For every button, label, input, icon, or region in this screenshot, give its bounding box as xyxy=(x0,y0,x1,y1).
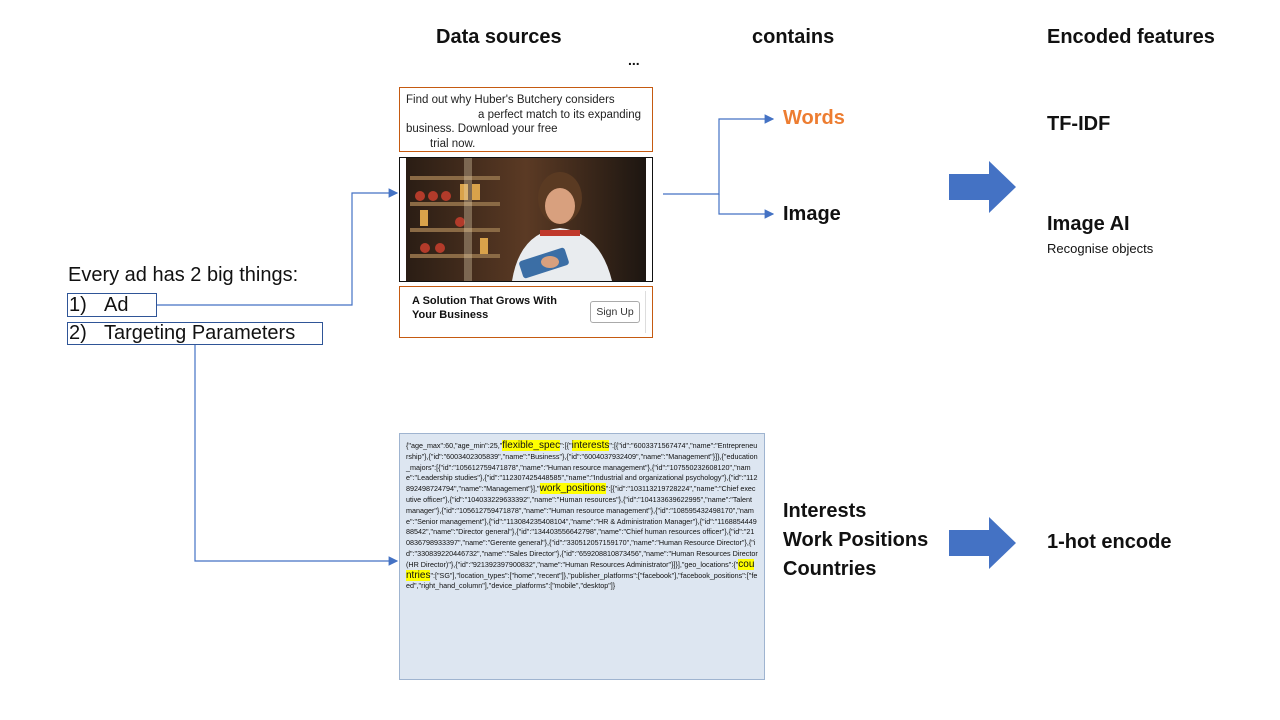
contains-countries: Countries xyxy=(783,558,877,580)
contains-work-positions: Work Positions xyxy=(783,529,929,551)
arrow-right-icon xyxy=(949,517,1016,569)
ad-text-line4: trial now. xyxy=(430,137,476,150)
json-part: ":[{" xyxy=(560,441,572,450)
contains-words: Words xyxy=(783,107,845,129)
ad-text-line3: business. Download your free xyxy=(406,123,558,135)
json-key-flexible-spec: flexible_spec xyxy=(502,440,561,451)
json-part: ":[{"id":"103113219728224","name":"Chief… xyxy=(406,484,758,569)
sources-to-contains-lines xyxy=(663,114,775,219)
ad-photo-illustration xyxy=(400,158,652,281)
ad-to-sources-line xyxy=(157,188,399,306)
feature-tfidf: TF-IDF xyxy=(1047,113,1111,135)
targeting-item-number: 2) xyxy=(69,322,87,344)
contains-interests: Interests xyxy=(783,500,867,522)
arrow-right-icon xyxy=(949,161,1016,213)
targeting-item-box: 2) Targeting Parameters xyxy=(67,322,323,345)
header-data-sources: Data sources xyxy=(436,26,562,48)
sign-up-button[interactable]: Sign Up xyxy=(590,301,640,323)
ad-footer: A Solution That Grows With Your Business… xyxy=(399,286,653,338)
ad-item-number: 1) xyxy=(69,294,87,316)
ad-text-line1: Find out why Huber's Butchery considers xyxy=(406,94,615,106)
contains-image: Image xyxy=(783,203,841,225)
ad-things-title: Every ad has 2 big things: xyxy=(68,264,299,286)
ad-item-label: Ad xyxy=(104,294,129,316)
header-encoded-features: Encoded features xyxy=(1047,26,1215,48)
feature-image-ai: Image AI xyxy=(1047,213,1130,235)
ad-image xyxy=(399,157,653,282)
json-part: ":["SG"],"location_types":["home","recen… xyxy=(406,570,758,591)
targeting-json-box: {"age_max":60,"age_min":25,"flexible_spe… xyxy=(399,433,765,680)
json-part: ":[{"id":"6003371567474","name":"Entrepr… xyxy=(406,441,758,494)
ad-text-line2: a perfect match to its expanding xyxy=(478,108,642,121)
feature-image-ai-subtitle: Recognise objects xyxy=(1047,241,1154,256)
header-contains: contains xyxy=(752,26,835,48)
ad-item-box: 1) Ad xyxy=(67,293,157,317)
json-key-work-positions: work_positions xyxy=(539,483,606,495)
targeting-to-json-line xyxy=(194,345,399,566)
ad-text-box: Find out why Huber's Butchery considers … xyxy=(399,87,653,152)
json-key-interests: interests xyxy=(571,440,610,451)
feature-one-hot: 1-hot encode xyxy=(1047,531,1172,553)
json-part: {"age_max":60,"age_min":25," xyxy=(406,441,503,450)
targeting-item-label: Targeting Parameters xyxy=(104,322,296,344)
ellipsis: ... xyxy=(628,52,640,68)
ad-headline: A Solution That Grows With Your Business xyxy=(412,295,557,321)
